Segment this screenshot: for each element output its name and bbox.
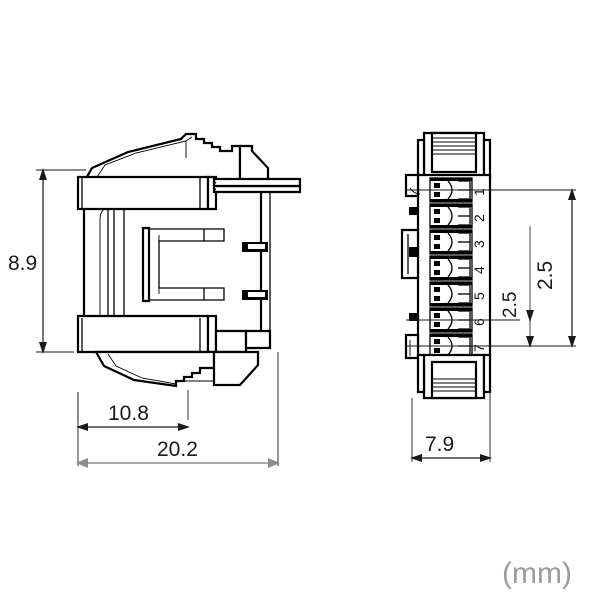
units-label: (mm) xyxy=(502,557,572,590)
dim-label-height: 8.9 xyxy=(8,252,37,275)
dim-label-overall-width: 20.2 xyxy=(157,438,198,461)
pin-cell-4 xyxy=(429,255,473,281)
pin-cell-3 xyxy=(429,229,473,255)
dim-label-inner-width: 10.8 xyxy=(108,402,149,425)
front-view-group xyxy=(76,132,302,388)
pin-number-7: 7 xyxy=(471,344,487,352)
pin-cell-2 xyxy=(429,203,473,229)
front-bottom-flange xyxy=(76,314,218,354)
front-bottom-latch xyxy=(94,350,260,388)
side-pin-numbers: 1 2 3 4 5 6 7 xyxy=(471,188,487,352)
side-left-tabs xyxy=(400,173,421,360)
front-c-channel xyxy=(141,226,225,303)
side-view-dimensions: 2.5 2.5 7.9 xyxy=(406,188,576,462)
dim-pitch-inner-2-5: 2.5 xyxy=(500,226,534,348)
pin-cell-5 xyxy=(429,281,473,307)
front-bottom-step xyxy=(214,329,272,354)
front-view-dimensions: 8.9 10.8 20.2 xyxy=(8,168,280,468)
dim-height-8-9: 8.9 xyxy=(8,168,86,354)
pin-number-6: 6 xyxy=(471,318,487,326)
front-top-shoulder xyxy=(238,144,270,184)
front-top-rail xyxy=(212,177,302,194)
side-pin-cells xyxy=(429,177,473,359)
pin-number-4: 4 xyxy=(471,266,487,274)
pin-number-1: 1 xyxy=(471,188,487,196)
dim-side-width-7-9: 7.9 xyxy=(410,392,492,462)
slot-marker-1 xyxy=(242,242,268,252)
side-top-cap xyxy=(416,131,492,180)
front-top-flange xyxy=(76,175,218,211)
side-bottom-cap xyxy=(416,353,492,400)
pin-number-5: 5 xyxy=(471,292,487,300)
dim-label-pitch-inner: 2.5 xyxy=(500,292,521,318)
pin-number-2: 2 xyxy=(471,214,487,222)
side-view-group: 1 2 3 4 5 6 7 xyxy=(400,131,492,400)
dim-overall-20-2: 20.2 xyxy=(76,352,280,468)
dim-label-side-width: 7.9 xyxy=(425,433,454,456)
slot-marker-2 xyxy=(242,290,268,300)
dim-inner-10-8: 10.8 xyxy=(76,390,190,431)
dim-label-pitch-outer: 2.5 xyxy=(534,261,557,290)
front-top-latch xyxy=(82,132,242,184)
pin-number-3: 3 xyxy=(471,240,487,248)
dim-pitch-outer-2-5: 2.5 xyxy=(534,188,576,348)
front-inner-rails xyxy=(99,208,125,316)
